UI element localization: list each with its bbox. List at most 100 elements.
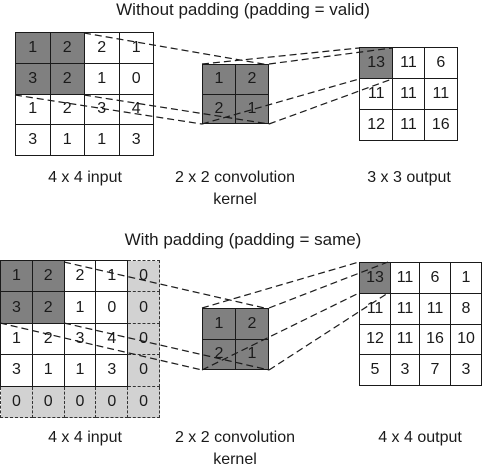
top-input-cell: 1 <box>15 32 51 64</box>
bottom-input-cell: 0 <box>127 322 160 356</box>
top-input-cell: 3 <box>118 124 154 156</box>
bottom-output-cell: 1 <box>450 262 482 294</box>
bottom-output-cell: 16 <box>419 323 451 356</box>
top-title: Without padding (padding = valid) <box>116 0 370 19</box>
bottom-connector-line <box>201 292 360 371</box>
bottom-input-cell: 3 <box>95 354 129 387</box>
bottom-output-cell: 12 <box>359 323 391 356</box>
bottom-connector-line <box>268 292 389 371</box>
bottom-kernel-caption-line2: kernel <box>213 451 257 468</box>
top-connector-line <box>83 94 270 125</box>
top-kernel-caption-line1: 2 x 2 convolution <box>174 169 296 186</box>
top-input-cell: 1 <box>49 124 85 156</box>
top-output-cell: 11 <box>392 78 425 110</box>
bottom-input-cell: 0 <box>0 385 33 419</box>
bottom-output-cell: 3 <box>450 354 482 386</box>
bottom-output-cell: 11 <box>389 262 421 294</box>
bottom-output-caption: 4 x 4 output <box>378 429 462 446</box>
bottom-input-cell: 0 <box>63 385 97 419</box>
top-connector-line <box>201 47 360 65</box>
bottom-connector-line <box>0 322 203 371</box>
top-kernel-caption-line2: kernel <box>213 191 257 208</box>
top-input-cell: 3 <box>15 62 51 95</box>
bottom-output-cell: 11 <box>389 292 421 325</box>
top-kernel-caption: 2 x 2 convolution kernel <box>145 167 325 211</box>
bottom-title: With padding (padding = same) <box>124 230 362 249</box>
bottom-input-cell: 0 <box>95 385 129 419</box>
bottom-connector-line <box>201 261 360 309</box>
top-kernel-cell: 1 <box>202 64 236 95</box>
bottom-kernel-caption-line1: 2 x 2 convolution <box>174 429 296 446</box>
bottom-input-cell: 2 <box>63 259 97 293</box>
bottom-kernel-caption: 2 x 2 convolution kernel <box>145 427 325 471</box>
top-output-cell: 6 <box>423 47 459 79</box>
top-kernel-cell: 2 <box>235 64 269 95</box>
bottom-connector-line <box>268 261 389 309</box>
top-input-cell: 1 <box>84 62 120 95</box>
top-connector-line <box>83 32 270 66</box>
bottom-input-cell: 3 <box>0 291 33 324</box>
top-input-cell: 4 <box>118 93 154 126</box>
top-input-cell: 0 <box>118 62 154 95</box>
bottom-input-cell: 1 <box>0 322 33 356</box>
bottom-output-cell: 8 <box>450 292 482 325</box>
bottom-kernel-cell: 2 <box>202 338 236 370</box>
top-input-cell: 3 <box>84 93 120 126</box>
bottom-kernel-cell: 1 <box>202 308 236 340</box>
top-connector-line <box>268 78 393 125</box>
top-input-cell: 1 <box>84 124 120 156</box>
bottom-output-cell: 7 <box>419 354 451 386</box>
bottom-kernel-cell: 1 <box>235 338 269 370</box>
bottom-input-cell: 2 <box>31 322 65 356</box>
top-input-cell: 3 <box>15 124 51 156</box>
bottom-connector-line <box>63 261 270 310</box>
bottom-input-cell: 0 <box>31 385 65 419</box>
bottom-input-cell: 1 <box>63 291 97 324</box>
bottom-input-cell: 2 <box>31 259 65 293</box>
top-input-caption: 4 x 4 input <box>48 169 122 186</box>
bottom-input-cell: 0 <box>95 291 129 324</box>
top-input-cell: 2 <box>49 32 85 64</box>
top-kernel-cell: 1 <box>235 93 269 124</box>
bottom-input-cell: 2 <box>31 291 65 324</box>
top-input-cell: 2 <box>84 32 120 64</box>
bottom-input-caption: 4 x 4 input <box>48 429 122 446</box>
bottom-input-cell: 0 <box>127 385 160 419</box>
bottom-output-cell: 10 <box>450 323 482 356</box>
top-input-cell: 1 <box>118 32 154 64</box>
bottom-output-cell: 3 <box>389 354 421 386</box>
top-connector-line <box>268 47 393 65</box>
bottom-input-cell: 1 <box>63 354 97 387</box>
top-input-cell: 1 <box>15 93 51 126</box>
bottom-kernel-cell: 2 <box>235 308 269 340</box>
top-output-caption: 3 x 3 output <box>367 169 451 186</box>
top-output-cell: 11 <box>392 47 425 79</box>
top-output-cell: 11 <box>392 109 425 141</box>
top-output-cell: 12 <box>358 109 394 141</box>
bottom-output-cell: 5 <box>359 354 391 386</box>
top-connector-line <box>14 94 203 125</box>
top-output-cell: 13 <box>358 47 394 79</box>
top-output-cell: 16 <box>423 109 459 141</box>
